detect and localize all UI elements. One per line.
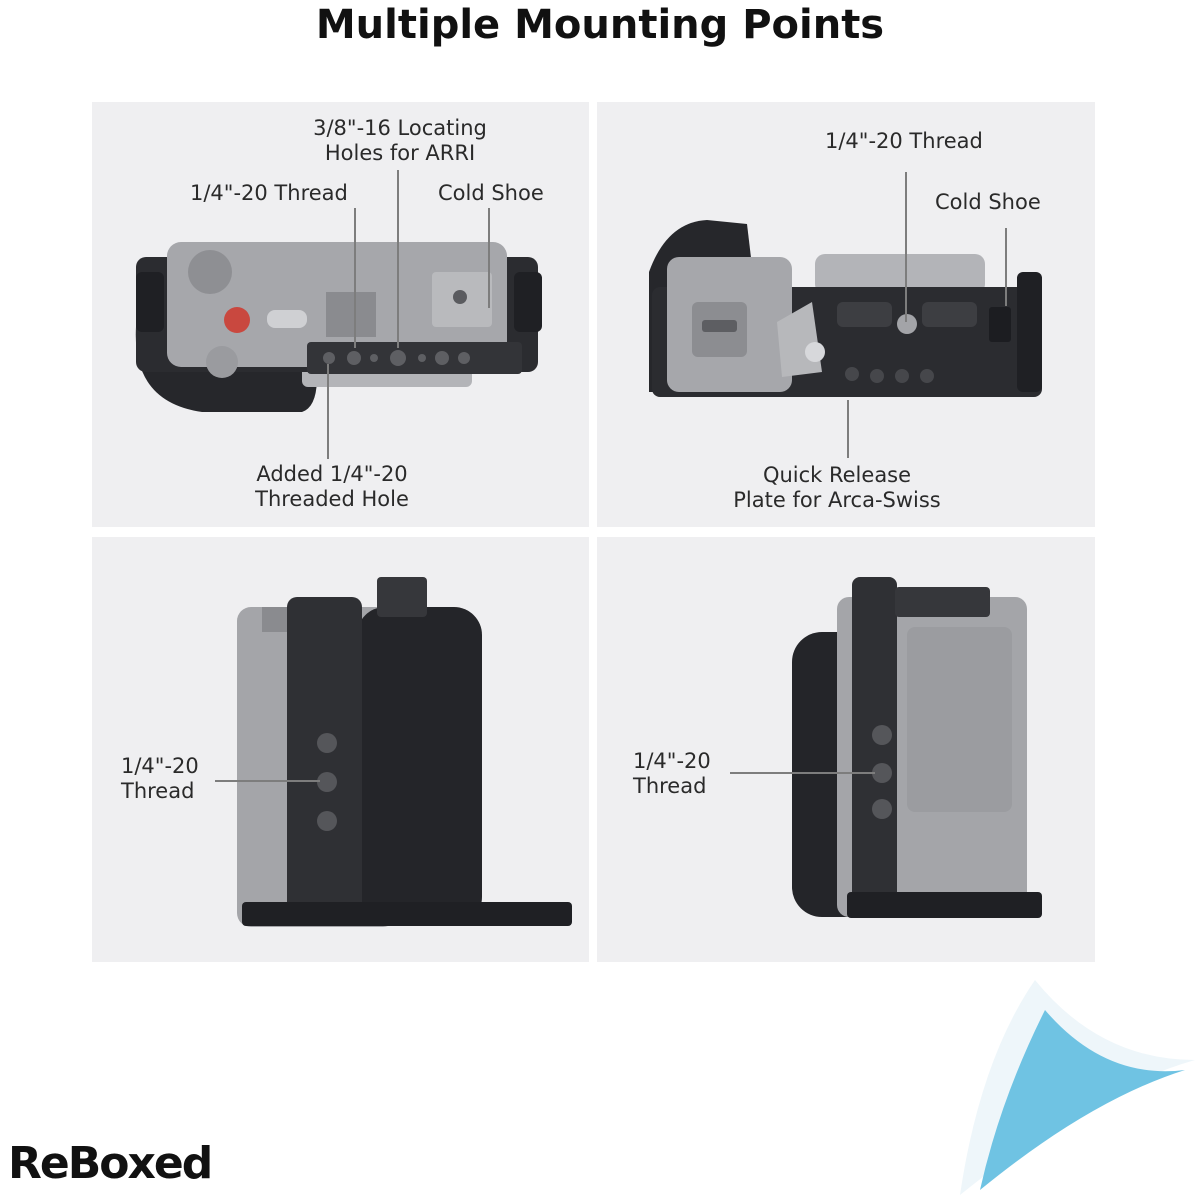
label-locating-holes: 3/8"-16 Locating Holes for ARRI — [313, 116, 487, 165]
panel-battery-side-view: 1/4"-20 Thread — [597, 537, 1095, 962]
camera-top-view-image — [135, 242, 542, 412]
panel-top-view: 3/8"-16 Locating Holes for ARRI 1/4"-20 … — [92, 102, 589, 527]
page-title: Multiple Mounting Points — [315, 2, 885, 48]
leader-line-added-hole — [327, 364, 329, 459]
panel-grip-side-view: 1/4"-20 Thread — [92, 537, 589, 962]
leader-line-cold-shoe — [488, 208, 490, 308]
camera-battery-side-image — [792, 577, 1042, 918]
camera-grip-side-image — [237, 577, 572, 927]
label-thread: 1/4"-20 Thread — [825, 129, 983, 153]
label-thread: 1/4"-20 Thread — [121, 754, 199, 803]
page-curl-icon — [960, 980, 1195, 1195]
leader-line-thread — [215, 780, 320, 782]
leader-line-quick-release — [847, 400, 849, 458]
label-quick-release: Quick Release Plate for Arca-Swiss — [733, 463, 941, 512]
camera-bottom-view-image — [649, 220, 1042, 397]
leader-line-thread — [354, 208, 356, 348]
leader-line-thread — [730, 772, 875, 774]
label-cold-shoe: Cold Shoe — [438, 181, 544, 205]
label-cold-shoe: Cold Shoe — [935, 190, 1041, 214]
leader-line-cold-shoe — [1005, 228, 1007, 306]
leader-line-locating — [397, 170, 399, 348]
brand-logo: ReBoxed — [8, 1138, 213, 1189]
leader-line-thread — [905, 172, 907, 322]
label-thread: 1/4"-20 Thread — [633, 749, 711, 798]
label-thread: 1/4"-20 Thread — [190, 181, 348, 205]
label-added-hole: Added 1/4"-20 Threaded Hole — [255, 462, 409, 511]
panel-bottom-view: 1/4"-20 Thread Cold Shoe Quick Release P… — [597, 102, 1095, 527]
